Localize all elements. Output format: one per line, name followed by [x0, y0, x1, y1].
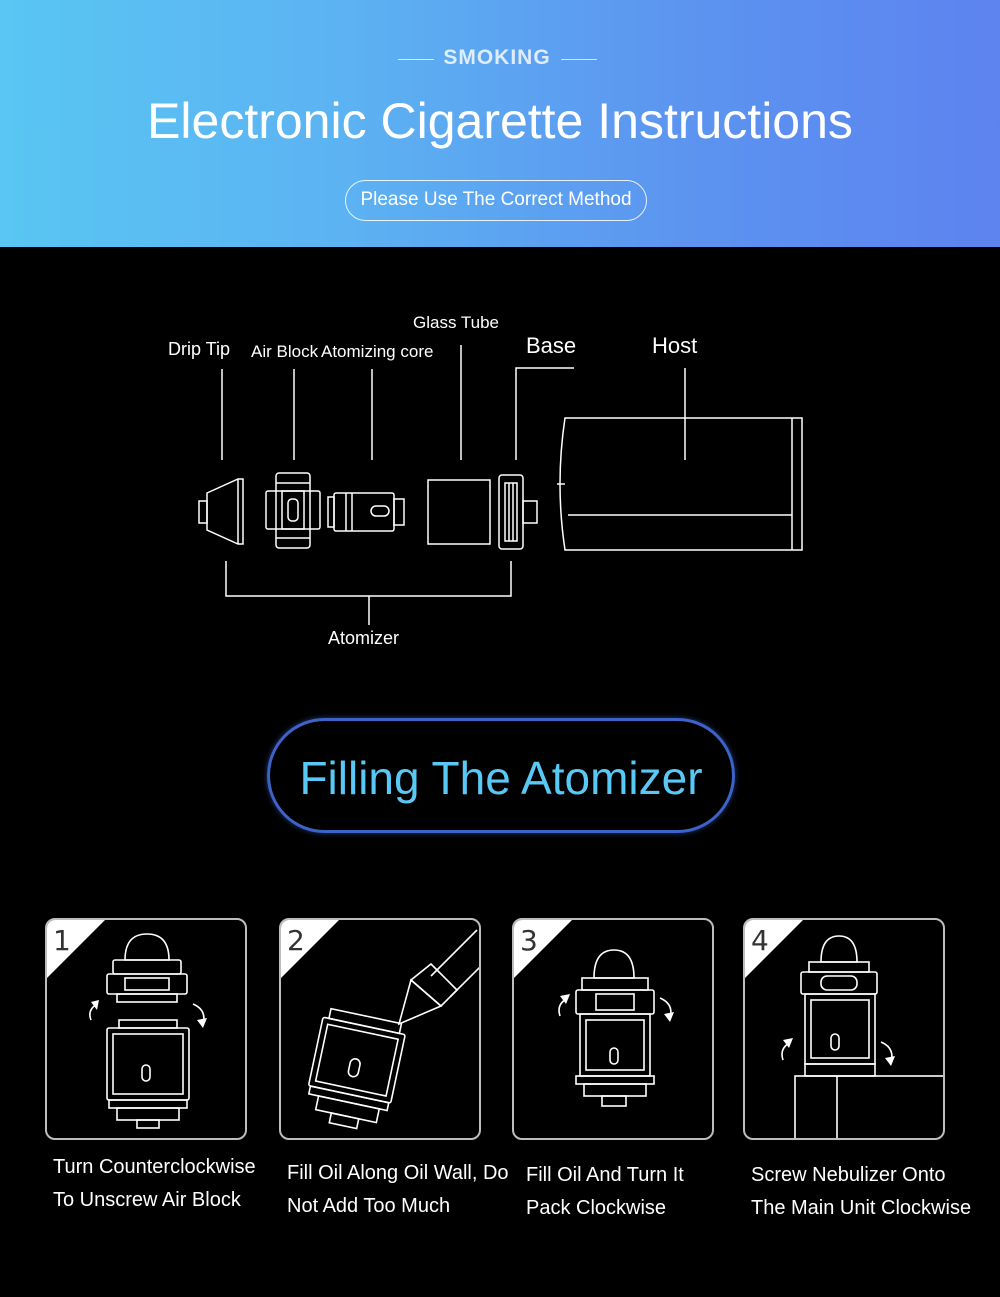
step-2-number: 2 — [287, 924, 305, 957]
step-3-caption: Fill Oil And Turn It Pack Clockwise — [526, 1159, 684, 1225]
step-4-caption-line2: The Main Unit Clockwise — [751, 1197, 972, 1219]
atomizer-bracket — [225, 561, 512, 597]
step-3-caption-line1: Fill Oil And Turn It — [526, 1164, 684, 1186]
label-base: Base — [526, 333, 577, 358]
step-3-caption-line2: Pack Clockwise — [526, 1197, 667, 1219]
step-2-caption-line1: Fill Oil Along Oil Wall, Do — [287, 1162, 509, 1184]
parts-diagram: Drip Tip Air Block Atomizing core Glass … — [0, 247, 1000, 697]
step-4-number: 4 — [751, 924, 769, 957]
label-air-block: Air Block — [251, 342, 319, 361]
eyebrow-divider-right — [561, 59, 597, 60]
step-card-4: 4 — [743, 918, 945, 1140]
label-atomizing-core: Atomizing core — [321, 342, 434, 361]
step-3-corner-flag — [514, 920, 572, 978]
label-atomizer: Atomizer — [328, 628, 400, 648]
filling-title: Filling The Atomizer — [299, 752, 703, 804]
glass-tube-icon — [427, 479, 491, 545]
step-4-caption: Screw Nebulizer Onto The Main Unit Clock… — [751, 1159, 971, 1225]
step-1-number: 1 — [53, 924, 71, 957]
atomizing-core-icon — [327, 492, 405, 532]
step-3-number: 3 — [520, 924, 538, 957]
label-glass-tube: Glass Tube — [413, 313, 499, 332]
base-leader — [515, 367, 574, 460]
base-icon — [498, 474, 538, 550]
label-host: Host — [652, 333, 698, 358]
parts-diagram-drawing — [198, 345, 803, 625]
eyebrow-text: SMOKING — [443, 46, 551, 69]
host-icon — [557, 417, 803, 551]
filling-title-frame: Filling The Atomizer — [267, 718, 735, 833]
eyebrow-row: SMOKING — [0, 44, 1000, 74]
step-4-corner-flag — [745, 920, 803, 978]
eyebrow-divider-left — [398, 59, 434, 60]
step-2-corner-flag — [281, 920, 339, 978]
step-2-caption-line2: Not Add Too Much — [287, 1195, 451, 1217]
step-1-illustration — [47, 920, 207, 1129]
step-1-caption-line1: Turn Counterclockwise — [53, 1156, 256, 1178]
step-3-illustration — [514, 920, 674, 1107]
step-4-illustration — [745, 920, 943, 1138]
method-pill: Please Use The Correct Method — [345, 180, 647, 221]
label-drip-tip: Drip Tip — [168, 339, 231, 359]
drip-tip-icon — [198, 478, 244, 545]
step-card-2: 2 — [279, 918, 481, 1140]
step-1-caption: Turn Counterclockwise To Unscrew Air Blo… — [53, 1151, 256, 1217]
step-card-3: 3 — [512, 918, 714, 1140]
header-banner: SMOKING Electronic Cigarette Instruction… — [0, 0, 1000, 247]
step-1-caption-line2: To Unscrew Air Block — [53, 1189, 241, 1211]
air-block-icon — [265, 472, 321, 549]
step-4-caption-line1: Screw Nebulizer Onto — [751, 1164, 946, 1186]
step-2-illustration — [281, 920, 479, 1130]
step-card-1: 1 — [45, 918, 247, 1140]
step-2-caption: Fill Oil Along Oil Wall, Do Not Add Too … — [287, 1157, 509, 1223]
step-1-corner-flag — [47, 920, 105, 978]
page-title: Electronic Cigarette Instructions — [147, 93, 853, 149]
